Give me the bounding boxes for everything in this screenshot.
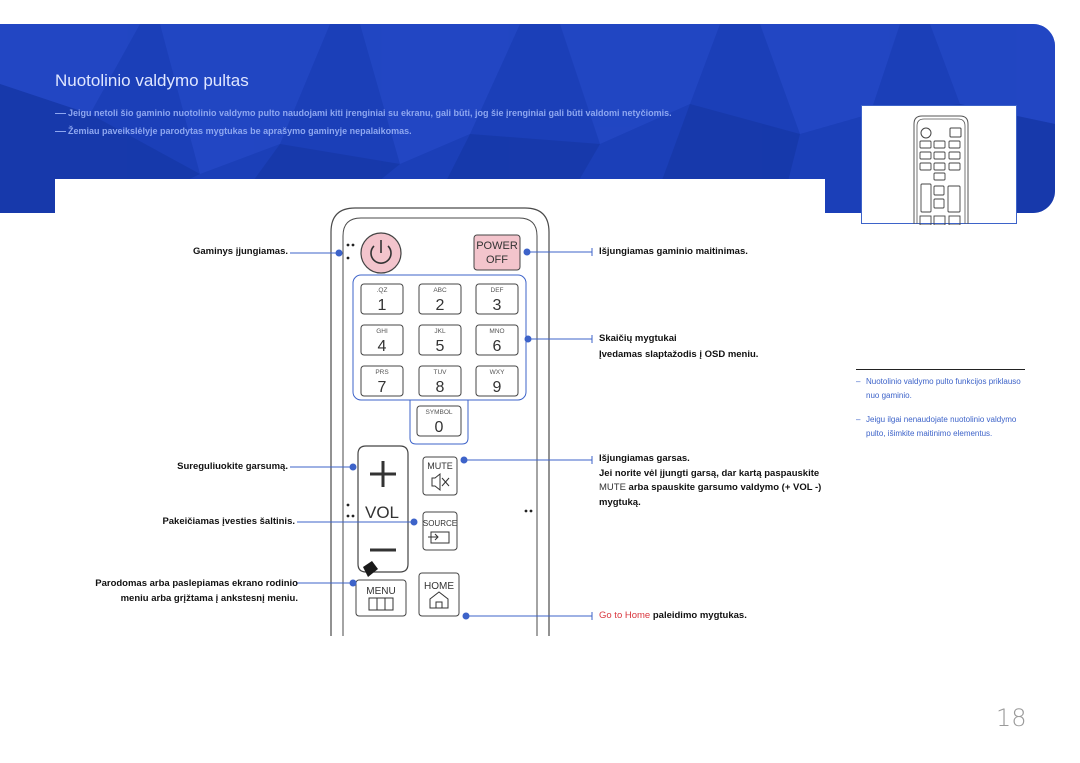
remote-pointer-strap: [363, 561, 378, 577]
header-banner: [0, 24, 1055, 213]
number-keys-callout-title: Skaičių mygtukai: [599, 333, 677, 344]
remote-thumbnail: [861, 105, 1017, 226]
number-key-letters: ABC: [433, 287, 447, 294]
power-on-button[interactable]: [360, 232, 402, 274]
mute-key-name: MUTE: [599, 482, 626, 493]
number-key-digit: 8: [436, 379, 445, 396]
number-key-digit: 4: [378, 338, 387, 355]
menu-callout-2: meniu arba grįžtama į ankstesnį meniu.: [120, 593, 298, 604]
menu-button[interactable]: MENU: [355, 579, 407, 617]
source-callout: Pakeičiamas įvesties šaltinis.: [162, 516, 295, 527]
power-off-button[interactable]: POWER OFF: [473, 234, 521, 271]
source-label: SOURCE: [423, 519, 457, 528]
number-key-7[interactable]: PRS 7: [360, 365, 404, 397]
volume-rocker[interactable]: VOL: [357, 445, 409, 573]
home-label: HOME: [424, 581, 454, 592]
side-note-text: Nuotolinio valdymo pulto funkcijos prikl…: [866, 377, 1021, 400]
source-icon: [428, 531, 450, 544]
number-key-8[interactable]: TUV 8: [418, 365, 462, 397]
ir-dots: [346, 243, 533, 518]
remote-thumbnail-drawing: [913, 115, 969, 226]
number-key-letters: PRS: [375, 369, 389, 376]
menu-label: MENU: [366, 586, 395, 597]
number-key-letters: GHI: [376, 328, 388, 335]
number-key-digit: 2: [436, 297, 445, 314]
power-off-label-line2: OFF: [486, 254, 508, 266]
number-key-2[interactable]: ABC 2: [418, 283, 462, 315]
number-key-letters: DEF: [491, 287, 504, 294]
number-key-digit: 3: [493, 297, 502, 314]
mute-callout-desc-1: Jei norite vėl įjungti garsą, dar kartą …: [599, 468, 820, 479]
number-key-digit: 6: [493, 338, 502, 355]
header-note: Jeigu netoli šio gaminio nuotolinio vald…: [55, 108, 672, 118]
home-button[interactable]: HOME: [418, 572, 460, 617]
content-cutout: [55, 179, 825, 213]
number-keys-frame-tail: [409, 400, 469, 445]
number-key-1[interactable]: .QZ 1: [360, 283, 404, 315]
home-callout-rest: paleidimo mygtukas.: [650, 610, 747, 621]
side-note-text: Jeigu ilgai nenaudojate nuotolinio valdy…: [866, 415, 1017, 438]
number-key-digit: 9: [493, 379, 502, 396]
home-callout: Go to Home paleidimo mygtukas.: [599, 609, 747, 623]
side-note: –Nuotolinio valdymo pulto funkcijos prik…: [856, 375, 1026, 403]
number-keys-callout-desc: Įvedamas slaptažodis į OSD meniu.: [599, 349, 759, 360]
note-dash: [55, 131, 66, 133]
side-note-dash: –: [856, 377, 861, 386]
number-key-letters: WXY: [490, 369, 505, 376]
mute-label: MUTE: [427, 461, 453, 471]
mute-button[interactable]: MUTE: [422, 456, 458, 496]
home-icon: [429, 591, 449, 609]
page-title: Nuotolinio valdymo pultas: [55, 71, 249, 90]
mute-callout-title: Išjungiamas garsas.: [599, 453, 690, 464]
page-number: 18: [996, 704, 1027, 732]
number-key-digit: 0: [435, 419, 444, 436]
go-to-home-link[interactable]: Go to Home: [599, 610, 651, 621]
header-note: Žemiau paveikslėlyje parodytas mygtukas …: [55, 126, 412, 136]
header-note-text: Žemiau paveikslėlyje parodytas mygtukas …: [68, 126, 412, 136]
mute-callout-desc-3: mygtuką.: [599, 497, 641, 508]
number-key-letters: TUV: [434, 369, 448, 376]
remote-body: [330, 207, 550, 636]
power-off-callout: Išjungiamas gaminio maitinimas.: [599, 246, 748, 257]
number-key-letters: SYMBOL: [425, 409, 452, 416]
number-key-digit: 7: [378, 379, 387, 396]
volume-up-icon: [370, 461, 396, 487]
number-key-9[interactable]: WXY 9: [475, 365, 519, 397]
power-on-callout: Gaminys įjungiamas.: [192, 246, 288, 257]
side-note: –Jeigu ilgai nenaudojate nuotolinio vald…: [856, 413, 1026, 441]
header-note-text: Jeigu netoli šio gaminio nuotolinio vald…: [68, 108, 672, 118]
mute-icon: [431, 472, 450, 492]
number-key-letters: MNO: [489, 328, 504, 335]
power-off-label-line1: POWER: [476, 240, 518, 252]
side-notes-rule: [856, 369, 1025, 370]
source-button[interactable]: SOURCE: [422, 511, 458, 551]
power-icon: [370, 245, 392, 264]
menu-icon: [368, 597, 394, 611]
number-key-3[interactable]: DEF 3: [475, 283, 519, 315]
callout-lines: [290, 248, 593, 620]
menu-callout-1: Parodomas arba paslepiamas ekrano rodini…: [95, 578, 298, 589]
number-key-digit: 5: [436, 338, 445, 355]
number-key-6[interactable]: MNO 6: [475, 324, 519, 356]
volume-label: VOL: [365, 503, 399, 522]
number-key-5[interactable]: JKL 5: [418, 324, 462, 356]
number-key-4[interactable]: GHI 4: [360, 324, 404, 356]
mute-callout-desc-2-rest: arba spauskite garsumo valdymo (+ VOL -): [625, 482, 822, 493]
note-dash: [55, 113, 66, 115]
volume-callout: Sureguliuokite garsumą.: [177, 461, 288, 472]
side-note-dash: –: [856, 415, 861, 424]
number-key-0[interactable]: SYMBOL 0: [416, 405, 462, 437]
number-key-digit: 1: [378, 297, 387, 314]
number-key-letters: JKL: [434, 328, 446, 335]
number-key-letters: .QZ: [377, 287, 388, 294]
mute-callout-desc-2: MUTE arba spauskite garsumo valdymo (+ V…: [599, 481, 821, 495]
